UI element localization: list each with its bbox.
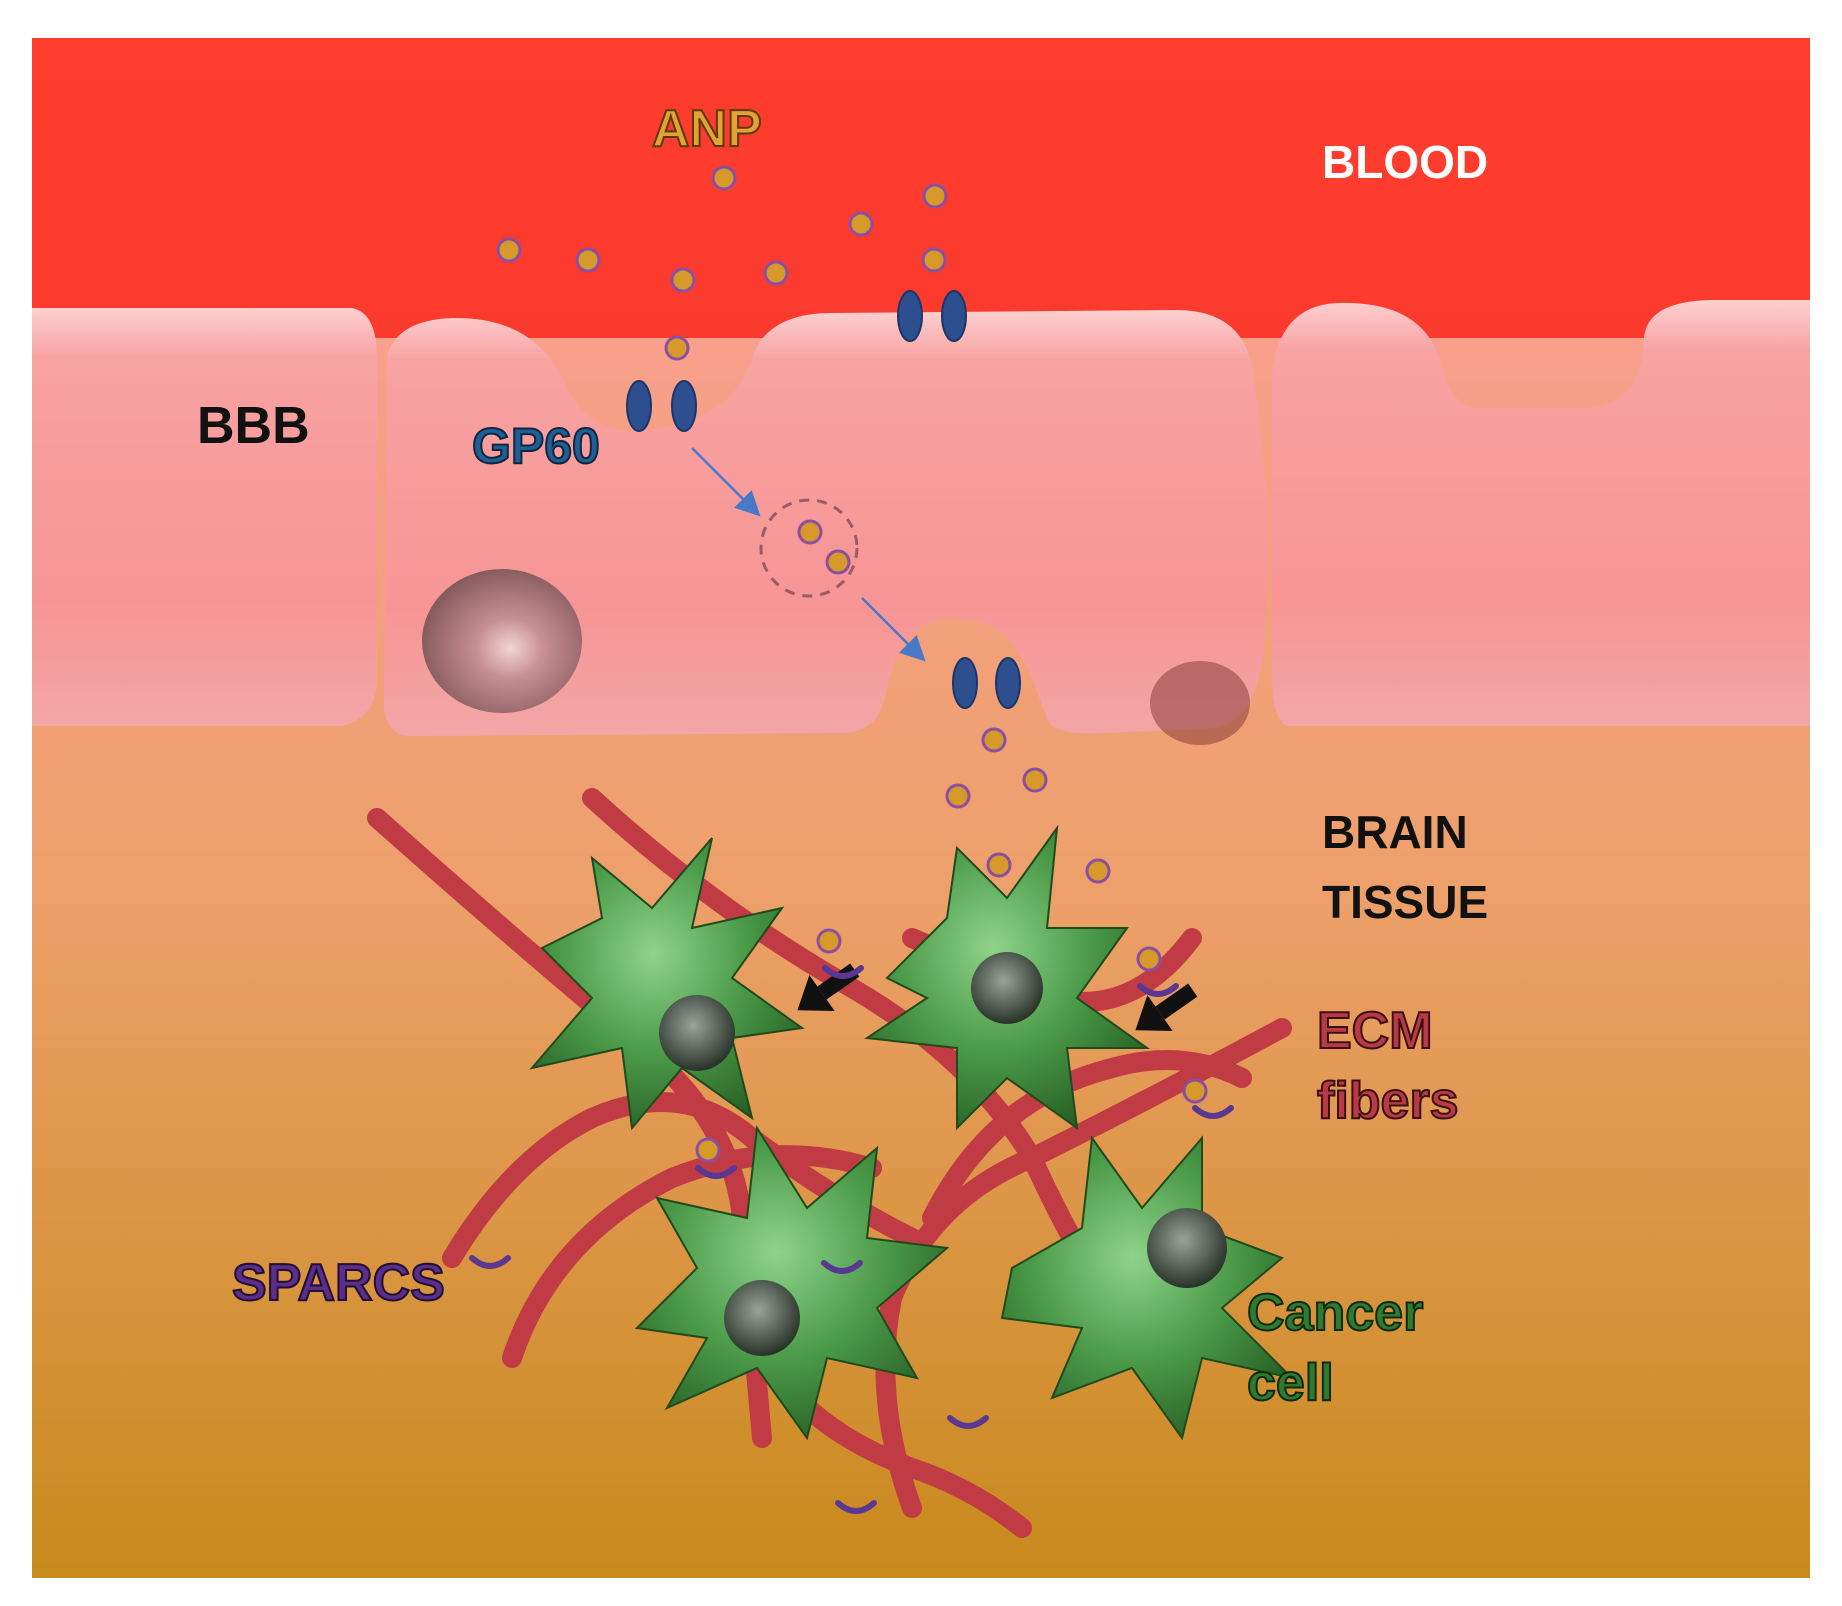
label-bbb: BBB bbox=[197, 397, 310, 455]
sparc-receptor bbox=[947, 1415, 989, 1429]
endocytic-vesicle bbox=[759, 498, 859, 598]
gp60-receptor bbox=[995, 657, 1021, 709]
nanoparticle bbox=[816, 928, 842, 954]
nucleus bbox=[422, 569, 582, 713]
nanoparticle bbox=[921, 247, 947, 273]
nanoparticle bbox=[664, 335, 690, 361]
cancer-cell bbox=[1000, 1135, 1296, 1441]
ecm-fiber bbox=[875, 1018, 1292, 1518]
sparc-receptor bbox=[695, 1165, 737, 1179]
endothelial-cell-left bbox=[32, 308, 377, 726]
label-cancer-line1: Cancer bbox=[1247, 1284, 1423, 1342]
nanoparticle bbox=[1085, 858, 1111, 884]
gp60-receptors bbox=[626, 290, 1021, 709]
cancer-cell bbox=[529, 837, 805, 1131]
nanoparticle bbox=[945, 783, 971, 809]
sparc-receptor bbox=[822, 965, 864, 979]
nanoparticle bbox=[797, 519, 823, 545]
gp60-receptor bbox=[952, 657, 978, 709]
nanoparticle bbox=[1136, 946, 1162, 972]
label-brain-tissue-line1: BRAIN bbox=[1322, 806, 1468, 858]
nanoparticle bbox=[922, 183, 948, 209]
sparc-receptors bbox=[469, 965, 1234, 1514]
label-ecm-line1: ECM bbox=[1317, 1002, 1433, 1060]
transcytosis-arrow-2 bbox=[861, 597, 926, 662]
ecm-fiber bbox=[502, 1145, 882, 1368]
nanoparticle bbox=[986, 852, 1012, 878]
gp60-receptor bbox=[941, 290, 967, 342]
anp-nanoparticles bbox=[496, 165, 1208, 1163]
nanoparticle bbox=[695, 1137, 721, 1163]
sparc-receptor bbox=[835, 1500, 877, 1514]
label-gp60: GP60 bbox=[472, 418, 600, 474]
cancer-cell bbox=[634, 1125, 950, 1441]
endothelial-cell-middle bbox=[383, 309, 1268, 745]
nanoparticle bbox=[670, 267, 696, 293]
label-ecm-line2: fibers bbox=[1317, 1072, 1459, 1130]
nanoparticle bbox=[575, 247, 601, 273]
blood-region bbox=[32, 38, 1810, 338]
nanoparticle bbox=[1022, 767, 1048, 793]
ecm-fiber bbox=[922, 1050, 1252, 1228]
label-brain-tissue-line2: TISSUE bbox=[1322, 876, 1488, 928]
label-sparcs: SPARCS bbox=[232, 1254, 445, 1312]
nanoparticle bbox=[825, 549, 851, 575]
nanoparticle bbox=[848, 211, 874, 237]
nanoparticle bbox=[711, 165, 737, 191]
gp60-receptor bbox=[626, 380, 652, 432]
cancer-cell bbox=[864, 824, 1151, 1131]
label-anp: ANP bbox=[652, 100, 762, 158]
label-blood: BLOOD bbox=[1322, 136, 1488, 188]
transcytosis-arrow-1 bbox=[691, 447, 761, 517]
bbb-nanoparticle-diagram: ANP BLOOD BBB GP60 BRAIN TISSUE ECM fibe… bbox=[32, 38, 1810, 1578]
label-cancer-line2: cell bbox=[1247, 1354, 1334, 1412]
sparc-receptor bbox=[821, 1260, 863, 1274]
endothelial-cell-right bbox=[1272, 300, 1810, 726]
nanoparticle bbox=[1182, 1078, 1208, 1104]
sparc-receptor bbox=[469, 1255, 511, 1269]
nanoparticle bbox=[981, 727, 1007, 753]
arrow-icon bbox=[1135, 983, 1198, 1032]
nanoparticle bbox=[496, 237, 522, 263]
gp60-receptor bbox=[897, 290, 923, 342]
gp60-receptor bbox=[671, 380, 697, 432]
sparc-receptor bbox=[1192, 1105, 1234, 1119]
nanoparticle bbox=[763, 260, 789, 286]
sparc-receptor bbox=[1137, 983, 1179, 997]
